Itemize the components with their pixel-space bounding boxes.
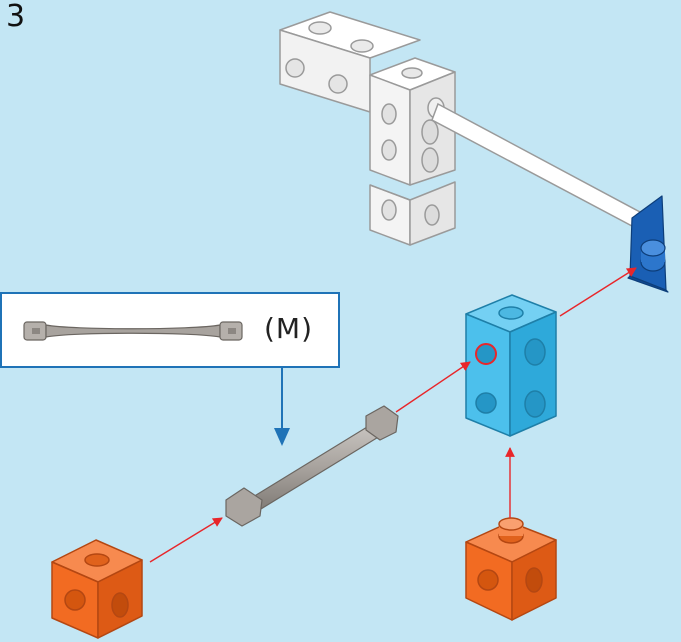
axle-m-icon [23,321,243,341]
step-number: 3 [6,0,26,34]
arrow-cyan-to-blue [559,267,637,317]
orange-cube-left [51,539,143,639]
blue-angle-connector [627,195,669,293]
part-code-label: (M) [264,312,314,345]
assembly-arrows [149,267,637,563]
white-axle [431,102,642,228]
white-frame-assembly [279,11,456,246]
callout-arrow [274,368,290,446]
arrow-axle-to-cyan [395,361,471,413]
part-callout: (M) [0,292,340,368]
arrow-orange-to-axle [149,517,223,563]
cyan-block [465,294,557,437]
axle-m [225,405,399,527]
orange-cube-bottom [465,517,557,621]
